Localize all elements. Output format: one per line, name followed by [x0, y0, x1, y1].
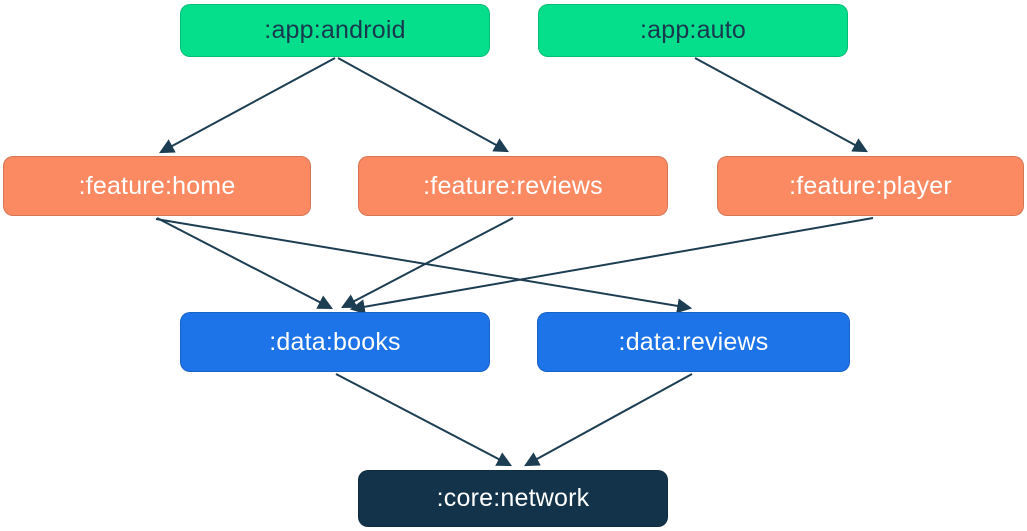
edge-feature-reviews-data-books: [341, 217, 514, 309]
edge-app-auto-feature-player: [694, 57, 868, 153]
node-label: :feature:reviews: [423, 171, 603, 200]
node-label: :feature:home: [78, 171, 236, 200]
node-data-reviews: :data:reviews: [537, 312, 850, 372]
node-feature-home: :feature:home: [3, 156, 311, 216]
edge-data-books-core-network: [335, 373, 512, 467]
node-label: :feature:player: [789, 171, 952, 200]
node-label: :core:network: [436, 484, 590, 512]
edge-feature-player-data-books: [349, 217, 874, 315]
node-feature-reviews: :feature:reviews: [358, 156, 668, 216]
node-app-auto: :app:auto: [538, 4, 848, 57]
node-data-books: :data:books: [180, 312, 490, 372]
edge-feature-home-data-books: [156, 217, 333, 310]
edge-data-reviews-core-network: [524, 373, 693, 467]
node-label: :app:android: [264, 16, 406, 44]
edge-feature-home-data-reviews: [155, 218, 693, 314]
node-app-android: :app:android: [180, 4, 490, 57]
node-label: :data:reviews: [618, 327, 769, 356]
node-feature-player: :feature:player: [717, 156, 1024, 216]
node-core-network: :core:network: [358, 470, 668, 527]
edge-app-android-feature-home: [159, 57, 336, 154]
edge-app-android-feature-reviews: [337, 57, 509, 153]
node-label: :app:auto: [639, 16, 747, 44]
node-label: :data:books: [269, 327, 401, 356]
